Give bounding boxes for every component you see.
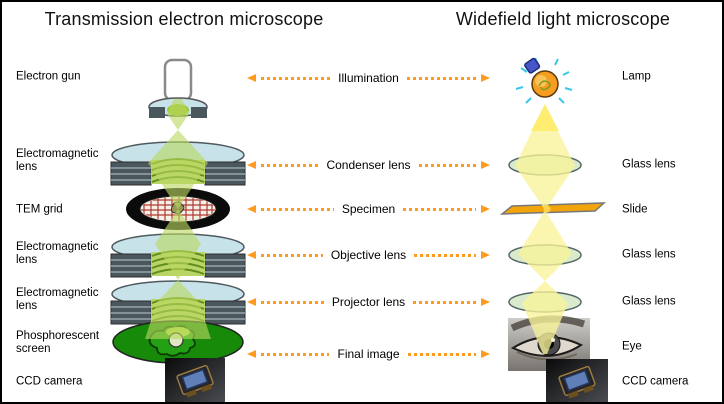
- ccd-camera-icon: [546, 359, 608, 402]
- arrow-right-icon: [481, 298, 490, 306]
- light-label-ccd-camera: CCD camera: [622, 375, 689, 388]
- tem-label-electromagnetic-lens: Electromagnetic lens: [16, 241, 99, 266]
- tem-label-tem-grid: TEM grid: [16, 203, 63, 216]
- lamp-icon: [515, 57, 573, 104]
- arrow-right-icon: [481, 161, 490, 169]
- shared-row-condenser-lens: Condenser lens: [247, 158, 490, 172]
- light-label-lamp: Lamp: [622, 70, 651, 83]
- shared-label-condenser-lens: Condenser lens: [326, 158, 411, 172]
- arrow-right-icon: [481, 74, 491, 82]
- dashed-line: [414, 253, 476, 257]
- dashed-line: [261, 300, 324, 304]
- light-column-title: Widefield light microscope: [455, 9, 671, 29]
- arrow-right-icon: [481, 350, 490, 358]
- light-label-eye: Eye: [622, 340, 642, 353]
- electron-beam: [145, 99, 211, 339]
- tem-column-title: Transmission electron microscope: [44, 9, 324, 29]
- arrow-left-icon: [247, 251, 256, 259]
- tem-label-phosphorescent-screen: Phosphorescent screen: [16, 330, 100, 355]
- arrow-left-icon: [247, 205, 256, 213]
- arrow-right-icon: [481, 251, 490, 259]
- dashed-line: [261, 163, 319, 167]
- shared-row-objective-lens: Objective lens: [247, 248, 490, 262]
- light-beam: [515, 104, 575, 354]
- dashed-line: [418, 163, 476, 167]
- shared-label-projector-lens: Projector lens: [331, 295, 406, 309]
- tem-label-electromagnetic-lens: Electromagnetic lens: [16, 287, 99, 312]
- dashed-line: [261, 76, 331, 80]
- dashed-line: [413, 300, 476, 304]
- dashed-line: [261, 253, 323, 257]
- tem-label-ccd-camera: CCD camera: [16, 375, 83, 388]
- shared-row-specimen: Specimen: [247, 202, 490, 216]
- dashed-line: [406, 76, 477, 80]
- light-label-glass-lens: Glass lens: [622, 295, 676, 308]
- light-label-glass-lens: Glass lens: [622, 248, 676, 261]
- shared-label-final-image: Final image: [337, 347, 400, 361]
- arrow-left-icon: [247, 298, 256, 306]
- dashed-line: [407, 352, 476, 356]
- ccd-camera-icon: [165, 358, 225, 402]
- arrow-left-icon: [247, 74, 256, 82]
- light-label-slide: Slide: [622, 203, 648, 216]
- arrow-left-icon: [247, 350, 256, 358]
- slide-icon: [499, 202, 607, 215]
- arrow-left-icon: [247, 161, 256, 169]
- shared-label-specimen: Specimen: [341, 202, 396, 216]
- arrow-right-icon: [481, 205, 490, 213]
- dashed-line: [261, 207, 334, 211]
- shared-row-final-image: Final image: [247, 347, 490, 361]
- tem-label-electromagnetic-lens: Electromagnetic lens: [16, 148, 99, 173]
- shared-row-projector-lens: Projector lens: [247, 295, 490, 309]
- dashed-line: [403, 207, 476, 211]
- shared-label-illumination: Illumination: [338, 71, 399, 85]
- tem-label-electron-gun: Electron gun: [16, 70, 81, 83]
- shared-label-objective-lens: Objective lens: [330, 248, 407, 262]
- shared-row-illumination: Illumination: [247, 71, 491, 85]
- dashed-line: [261, 352, 330, 356]
- light-label-glass-lens: Glass lens: [622, 158, 676, 171]
